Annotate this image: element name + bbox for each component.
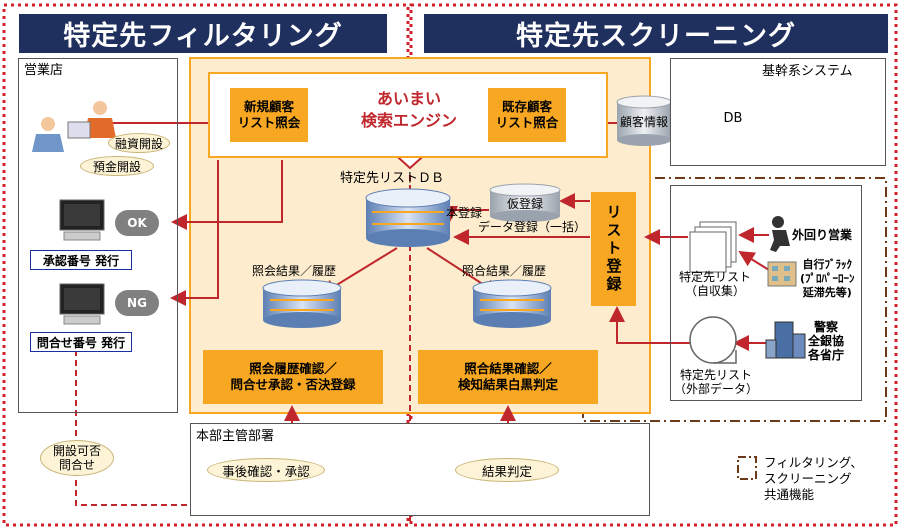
customer-icon: [32, 117, 64, 152]
ng-badge: NG: [115, 290, 159, 316]
self-collected-list-label: 特定先リスト （自収集）: [678, 270, 751, 298]
inquiry-confirm-box: 照会履歴確認／ 問合せ承認・否決登録: [203, 350, 383, 404]
bank-clerk-icon: [67, 101, 116, 139]
legend-icon: [737, 456, 757, 480]
terminal-ok-icon: [59, 199, 105, 241]
external-data-icon: [689, 316, 737, 364]
filtering-title: 特定先フィルタリング: [19, 14, 387, 53]
approval-number-box: 承認番号 発行: [30, 250, 132, 270]
ok-badge: OK: [115, 210, 159, 236]
bank-building-icon: [767, 261, 797, 287]
field-sales-person-icon: [770, 216, 790, 252]
customer-info-db: [616, 95, 672, 146]
core-system-panel: [670, 58, 886, 166]
opening-inquiry-oval: 開設可否 問合せ: [40, 440, 114, 476]
legend-text: フィルタリング、 スクリーニング 共通機能: [764, 455, 863, 502]
branch-label: 営業店: [24, 63, 64, 78]
inquiry-result-history-label: 照会結果／履歴: [252, 264, 337, 278]
fuzzy-search-engine-title: あいまい 検索エンジン: [360, 89, 457, 130]
government-building-icon: [765, 321, 806, 359]
external-list-label: 特定先リスト （外部データ）: [673, 368, 758, 396]
post-approval-oval: 事後確認・承認: [207, 458, 325, 482]
document-stack-icon: [689, 221, 737, 273]
list-db-label: 特定先リストＤＢ: [340, 171, 445, 186]
match-result-history-label: 照合結果／履歴: [462, 264, 547, 278]
main-list-db: [365, 188, 451, 247]
db-label: DB: [723, 111, 743, 126]
sources-panel: [670, 185, 862, 401]
own-blacklist-label: 自行ﾌﾞﾗｯｸ (ﾌﾟﾛﾊﾟｰﾛｰﾝ 延滞先等): [800, 258, 855, 299]
bulk-data-registration-label: データ登録（一括）: [478, 220, 587, 234]
result-judgment-oval: 結果判定: [455, 458, 559, 482]
customer-info-label: 顧客情報: [620, 115, 669, 129]
field-sales-label: 外回り営業: [792, 228, 853, 242]
inquiry-number-box: 問合せ番号 発行: [30, 332, 132, 352]
core-system-label: 基幹系システム: [762, 64, 853, 79]
temp-registration-label: 仮登録: [506, 197, 543, 211]
new-customer-check-box: 新規顧客 リスト照会: [230, 88, 308, 142]
hq-label: 本部主管部署: [196, 429, 275, 444]
branch-panel: [18, 58, 178, 413]
terminal-ng-icon: [59, 283, 105, 325]
deposit-opening-oval: 預金開設: [80, 156, 154, 176]
existing-customer-check-box: 既存顧客 リスト照合: [488, 88, 566, 142]
loan-opening-oval: 融資開設: [108, 133, 170, 153]
main-registration-label: 本登録: [446, 206, 483, 220]
inquiry-result-db: [262, 279, 342, 328]
police-agencies-label: 警察 全銀協 各省庁: [808, 320, 845, 362]
screening-title: 特定先スクリーニング: [424, 14, 888, 53]
temp-registration-db: [489, 183, 561, 222]
match-result-db: [472, 279, 552, 328]
match-confirm-box: 照合結果確認／ 検知結果白黒判定: [418, 350, 598, 404]
list-registration-box: リスト登録: [591, 192, 636, 306]
